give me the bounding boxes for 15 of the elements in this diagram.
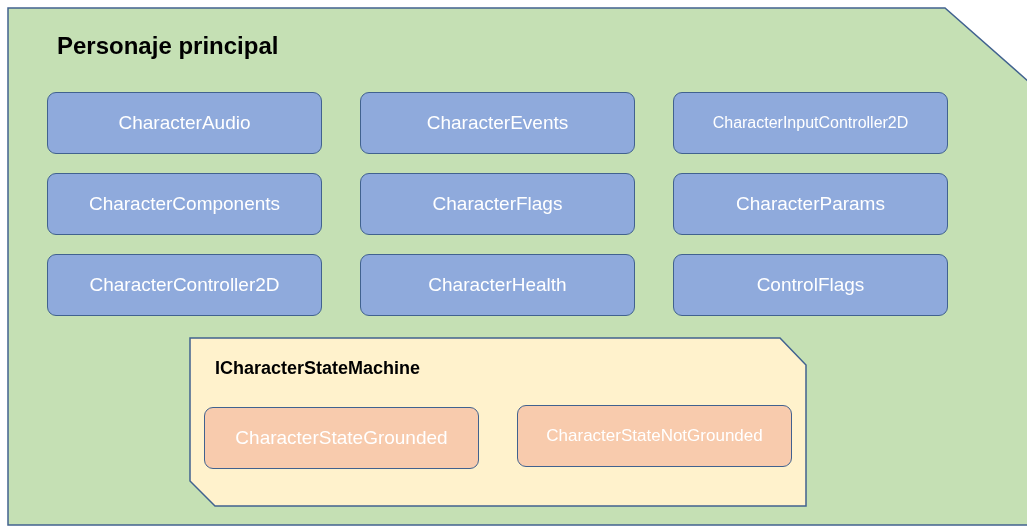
class-box: CharacterParams <box>673 173 948 235</box>
class-box: ControlFlags <box>673 254 948 316</box>
heading: ICharacterStateMachine <box>215 358 421 379</box>
state-box: CharacterStateNotGrounded <box>517 405 792 467</box>
state-box: CharacterStateGrounded <box>204 407 479 469</box>
interface-panel <box>190 338 806 506</box>
class-box: CharacterComponents <box>47 173 322 235</box>
class-box: CharacterFlags <box>360 173 635 235</box>
class-box: CharacterInputController2D <box>673 92 948 154</box>
class-box: CharacterEvents <box>360 92 635 154</box>
heading: Personaje principal <box>57 32 279 60</box>
group-panel <box>8 8 1027 525</box>
class-box: CharacterController2D <box>47 254 322 316</box>
class-box: CharacterAudio <box>47 92 322 154</box>
class-box: CharacterHealth <box>360 254 635 316</box>
